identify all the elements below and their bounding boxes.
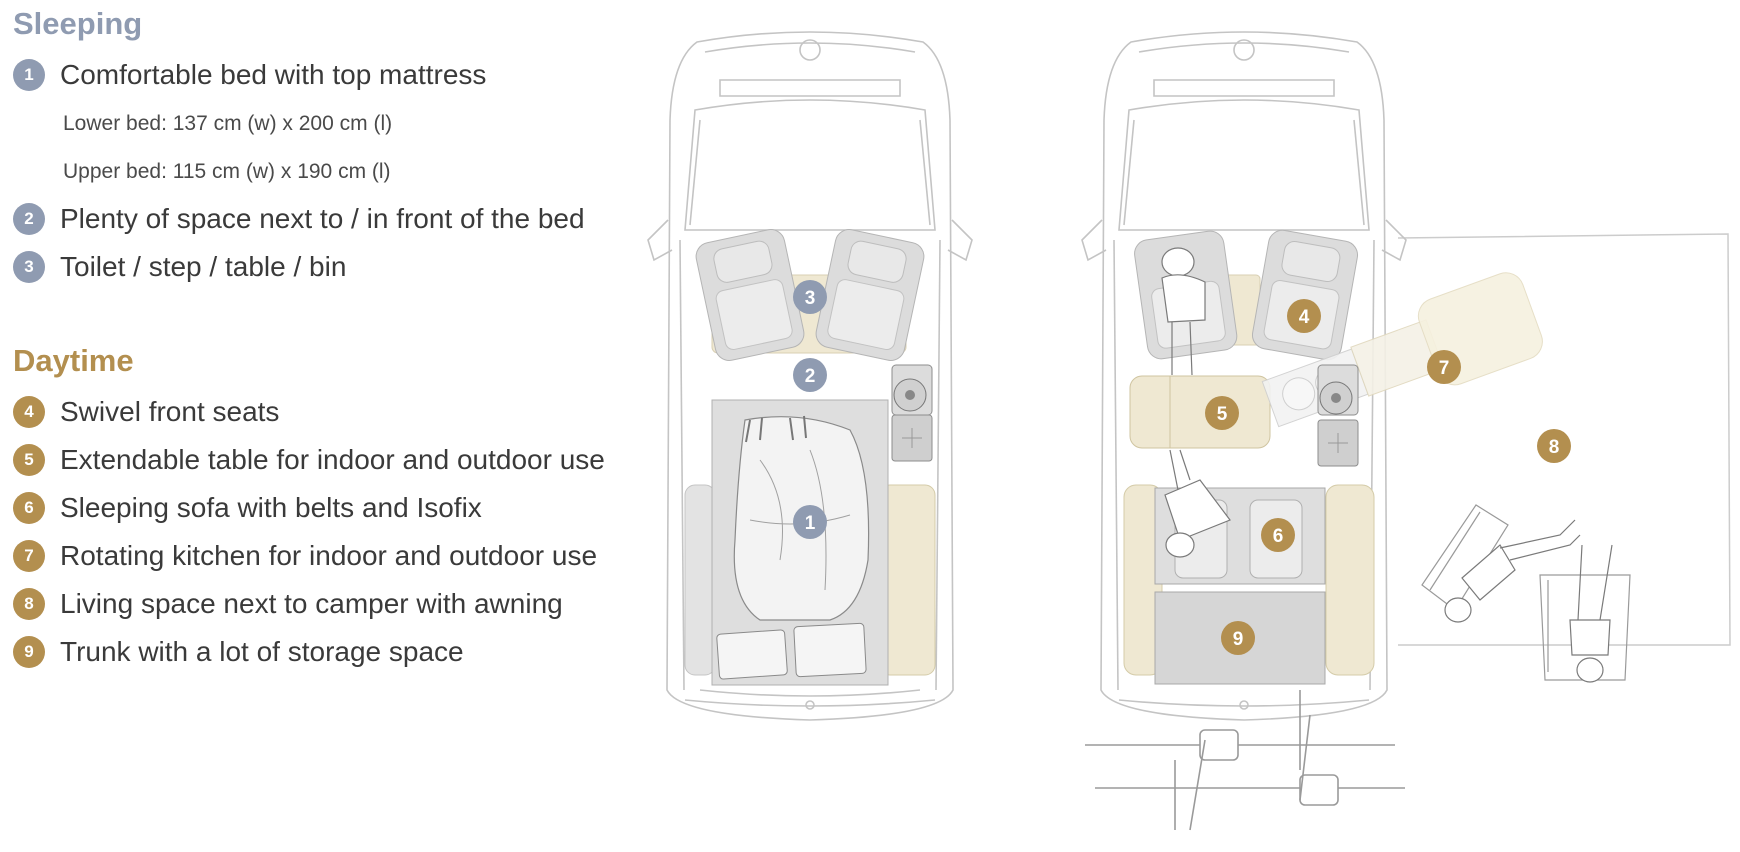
number-badge: 2: [13, 203, 45, 235]
marker-1: 1: [793, 505, 827, 539]
person-seated-front: [1161, 247, 1206, 376]
front-seat-left: [695, 229, 805, 361]
lower-bed-size: Lower bed: 137 cm (w) x 200 cm (l): [63, 112, 393, 135]
legend-item-7: 7 Rotating kitchen for indoor and outdoo…: [13, 539, 597, 573]
number-badge: 7: [13, 540, 45, 572]
person-on-sofa: [1164, 449, 1231, 558]
marker-9: 9: [1221, 621, 1255, 655]
marker-label: 2: [805, 366, 816, 387]
marker-6: 6: [1261, 518, 1295, 552]
marker-3: 3: [793, 280, 827, 314]
number-badge: 4: [13, 396, 45, 428]
extendable-table: [1129, 375, 1271, 449]
legend-item-5: 5 Extendable table for indoor and outdoo…: [13, 443, 605, 477]
camping-chair-right: [1539, 574, 1631, 681]
marker-5: 5: [1205, 396, 1239, 430]
legend-item-label: Plenty of space next to / in front of th…: [60, 203, 585, 234]
rear-bench-left: [684, 484, 716, 676]
marker-label: 7: [1439, 358, 1450, 379]
legend-item-label: Extendable table for indoor and outdoor …: [60, 444, 605, 475]
marker-7: 7: [1427, 350, 1461, 384]
van-sleeping-layout: [647, 31, 973, 721]
number-badge: 3: [13, 251, 45, 283]
daytime-heading: Daytime: [13, 343, 134, 378]
number-badge: 8: [13, 588, 45, 620]
kitchen-sink: [1317, 364, 1359, 467]
legend-item-label: Toilet / step / table / bin: [60, 251, 347, 282]
marker-label: 6: [1273, 526, 1284, 547]
legend-item-label: Trunk with a lot of storage space: [60, 636, 464, 667]
swivel-seat-right: [1251, 229, 1359, 361]
marker-label: 1: [805, 513, 816, 534]
person-lounging: [1444, 519, 1581, 623]
number-badge: 5: [13, 444, 45, 476]
person-seated-awning: [1569, 544, 1613, 683]
legend-item-6: 6 Sleeping sofa with belts and Isofix: [13, 491, 482, 525]
legend-item-label: Sleeping sofa with belts and Isofix: [60, 492, 482, 523]
legend-item-label: Living space next to camper with awning: [60, 588, 563, 619]
legend-item-9: 9 Trunk with a lot of storage space: [13, 635, 464, 669]
legend-item-1: 1 Comfortable bed with top mattress: [13, 58, 486, 92]
legend-item-label: Rotating kitchen for indoor and outdoor …: [60, 540, 598, 571]
marker-label: 9: [1233, 629, 1244, 650]
legend-panel: Sleeping 1 Comfortable bed with top matt…: [0, 0, 640, 852]
marker-2: 2: [793, 358, 827, 392]
pillow-left: [716, 629, 788, 680]
legend-item-label: Comfortable bed with top mattress: [60, 59, 487, 90]
legend-item-2: 2 Plenty of space next to / in front of …: [13, 202, 585, 236]
legend-item-8: 8 Living space next to camper with awnin…: [13, 587, 563, 621]
legend-item-label: Swivel front seats: [60, 396, 280, 427]
van-sleeping-interior: [684, 229, 936, 686]
marker-label: 8: [1549, 437, 1560, 458]
van-daytime-layout: [1081, 31, 1407, 721]
legend-item-4: 4 Swivel front seats: [13, 395, 279, 429]
marker-label: 3: [805, 288, 816, 309]
marker-label: 4: [1299, 307, 1310, 328]
marker-4: 4: [1287, 299, 1321, 333]
number-badge: 9: [13, 636, 45, 668]
upper-bed-size: Upper bed: 115 cm (w) x 190 cm (l): [63, 160, 391, 183]
marker-label: 5: [1217, 404, 1228, 425]
legend-item-3: 3 Toilet / step / table / bin: [13, 250, 346, 284]
van-daytime-interior: [1085, 229, 1631, 831]
awning-area: [1397, 233, 1731, 646]
kitchen-unit: [891, 364, 933, 462]
number-badge: 1: [13, 59, 45, 91]
marker-8: 8: [1537, 429, 1571, 463]
front-seat-right: [815, 229, 925, 361]
pillow-right: [793, 622, 867, 678]
number-badge: 6: [13, 492, 45, 524]
sleeping-heading: Sleeping: [13, 6, 143, 41]
sofa-side-right: [1325, 484, 1375, 676]
bicycles: [1085, 690, 1405, 831]
camping-chair-left: [1421, 504, 1509, 611]
